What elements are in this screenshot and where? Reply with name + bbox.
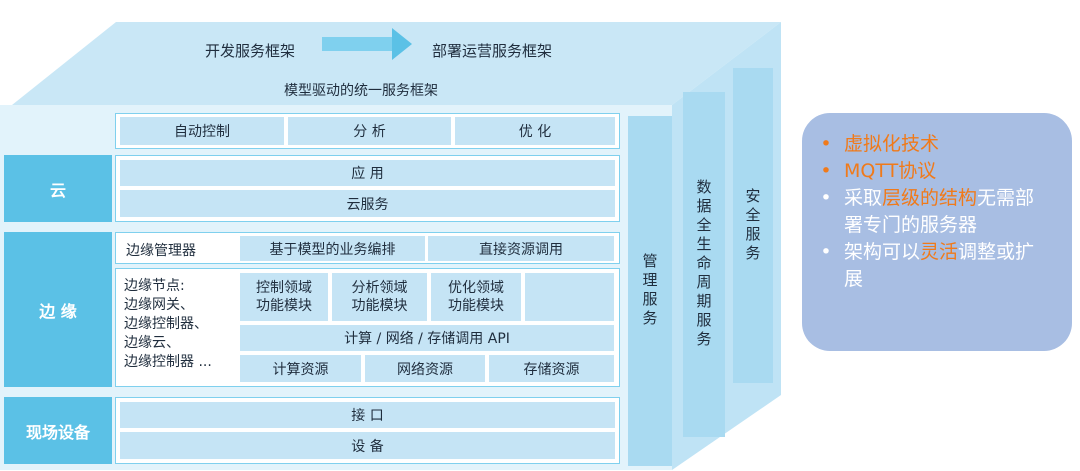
management-service-column: 管理服务 — [628, 116, 672, 466]
edge-node-text: 边缘节点: 边缘网关、 边缘控制器、 边缘云、 边缘控制器 ... — [124, 277, 212, 372]
management-service-text: 管理服务 — [640, 253, 659, 329]
arrow-icon — [322, 28, 412, 60]
dev-framework-label: 开发服务框架 — [205, 42, 296, 60]
edge-node-line: 边缘控制器、 — [124, 316, 208, 332]
edge-node-line: 边缘网关、 — [124, 297, 194, 313]
network-resource-cell: 网络资源 — [365, 355, 485, 382]
field-layer-label: 现场设备 — [4, 397, 112, 464]
bullet-icon: • — [820, 160, 832, 182]
callout-item: • 采取层级的结构无需部署专门的服务器 — [820, 185, 1050, 239]
analysis-domain-cell: 分析领域 功能模块 — [332, 273, 427, 321]
callout-text: 调整或扩展 — [844, 241, 1035, 290]
compute-resource-cell: 计算资源 — [240, 355, 361, 382]
edge-node-line: 边缘云、 — [124, 335, 180, 351]
control-domain-line1: 控制领域 — [256, 280, 312, 296]
data-lifecycle-service-text: 数据全生命周期服务 — [694, 179, 713, 350]
api-cell: 计算 / 网络 / 存储调用 API — [240, 325, 614, 351]
analysis-cell: 分 析 — [288, 117, 451, 145]
ops-framework-label: 部署运营服务框架 — [432, 42, 553, 60]
feature-callout: • 虚拟化技术 • MQTT协议 • 采取层级的结构无需部署专门的服务器 • 架… — [802, 113, 1072, 351]
optimize-cell: 优 化 — [455, 117, 615, 145]
callout-highlight: 灵活 — [920, 241, 959, 263]
bullet-icon: • — [820, 133, 832, 155]
callout-item: • MQTT协议 — [820, 158, 1050, 185]
application-cell: 应 用 — [120, 160, 615, 186]
optimize-domain-cell: 优化领域 功能模块 — [431, 273, 521, 321]
callout-text: 采取 — [844, 187, 883, 209]
unified-framework-label: 模型驱动的统一服务框架 — [284, 83, 438, 99]
optimize-domain-line1: 优化领域 — [448, 280, 504, 296]
bullet-icon: • — [820, 187, 832, 209]
cloud-service-cell: 云服务 — [120, 190, 615, 217]
storage-resource-cell: 存储资源 — [489, 355, 614, 382]
edge-manager-label: 边缘管理器 — [126, 243, 196, 259]
analysis-domain-line2: 功能模块 — [351, 298, 408, 314]
control-domain-cell: 控制领域 功能模块 — [240, 273, 328, 321]
empty-domain-cell — [525, 273, 614, 321]
callout-highlight: MQTT协议 — [844, 160, 937, 182]
edge-layer-label: 边 缘 — [4, 232, 112, 387]
interface-cell: 接 口 — [120, 402, 615, 428]
edge-node-line: 边缘节点: — [124, 278, 185, 294]
callout-highlight: 层级的结构 — [882, 187, 978, 209]
data-lifecycle-service-column: 数据全生命周期服务 — [683, 92, 725, 437]
analysis-domain-line1: 分析领域 — [351, 280, 408, 296]
optimize-domain-line2: 功能模块 — [448, 298, 504, 314]
callout-highlight: 虚拟化技术 — [844, 133, 940, 155]
resource-call-cell: 直接资源调用 — [428, 236, 614, 261]
security-service-text: 安全服务 — [743, 187, 762, 264]
bullet-icon: • — [820, 241, 832, 263]
edge-node-line: 边缘控制器 ... — [124, 354, 212, 370]
callout-item: • 架构可以灵活调整或扩展 — [820, 239, 1050, 293]
device-cell: 设 备 — [120, 432, 615, 459]
callout-text: 无需部署专门的服务器 — [844, 187, 1035, 236]
callout-text: 架构可以 — [844, 241, 921, 263]
security-service-column: 安全服务 — [733, 68, 773, 383]
orchestration-cell: 基于模型的业务编排 — [240, 236, 425, 261]
cloud-layer-label: 云 — [4, 155, 112, 222]
auto-control-cell: 自动控制 — [120, 117, 284, 145]
control-domain-line2: 功能模块 — [256, 298, 312, 314]
callout-item: • 虚拟化技术 — [820, 131, 1050, 158]
